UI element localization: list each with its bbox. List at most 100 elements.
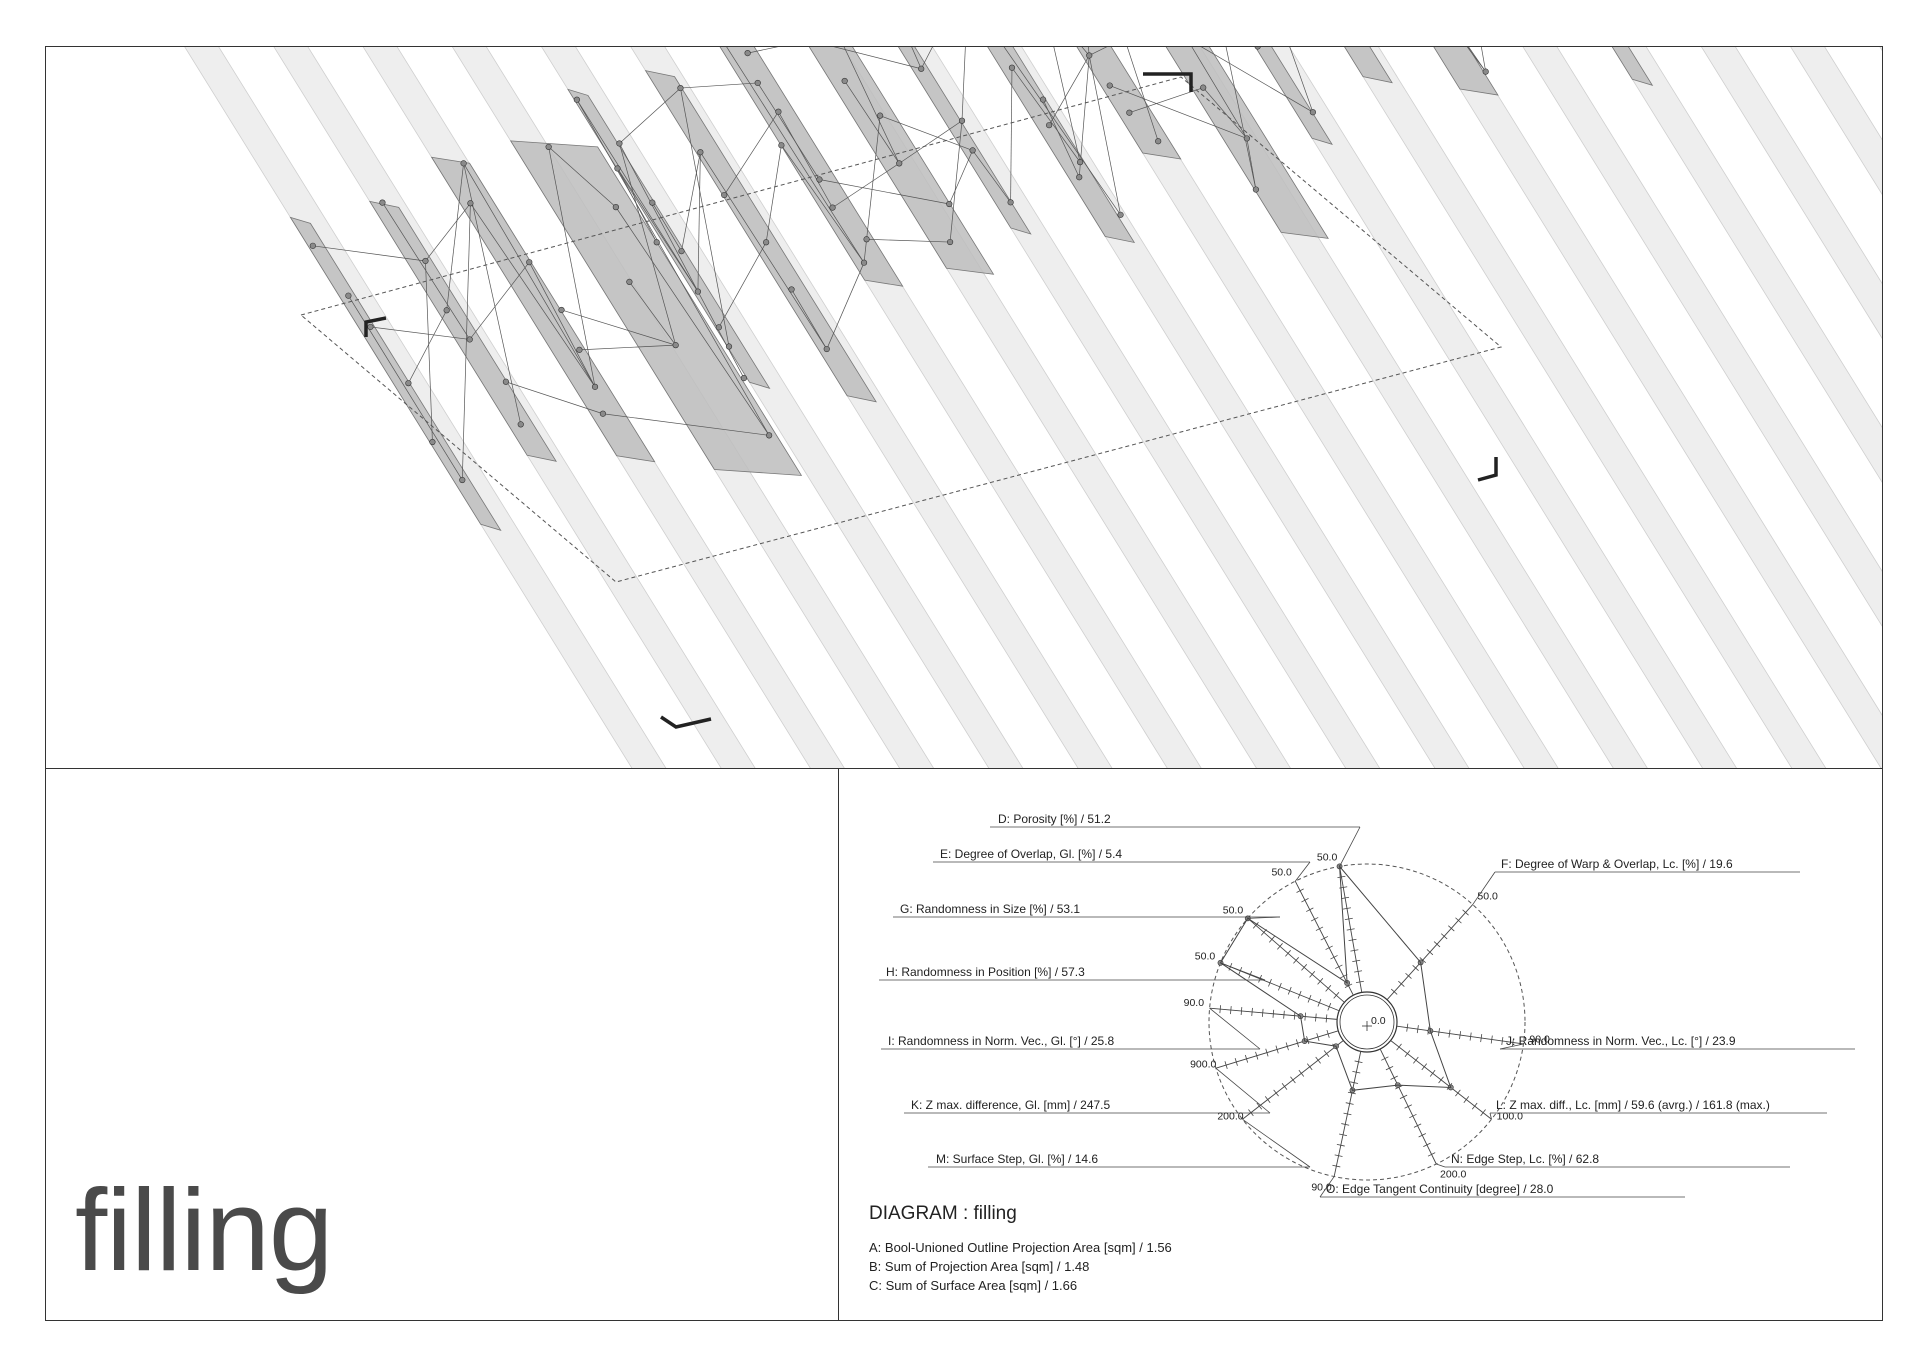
radar-tick-L [1480, 1109, 1486, 1117]
radar-tick-N [1413, 1123, 1422, 1128]
network-link [832, 163, 900, 208]
radar-tick-I [1251, 1007, 1253, 1016]
radar-label-L: L: Z max. diff., Lc. [mm] / 59.6 (avrg.)… [1496, 1098, 1770, 1112]
radar-tick-D [1337, 875, 1346, 878]
network-node [1200, 84, 1207, 91]
node-network [309, 47, 1489, 484]
radar-tick-D [1350, 949, 1359, 952]
network-link [949, 120, 963, 243]
network-node [896, 160, 903, 167]
radar-tick-N [1390, 1075, 1398, 1080]
network-node [946, 200, 953, 208]
network-link [548, 146, 596, 387]
network-link [700, 152, 828, 350]
radar-label-I: I: Randomness in Norm. Vec., Gl. [°] / 2… [888, 1034, 1115, 1048]
radar-tick-N [1418, 1133, 1427, 1138]
surface-panel [1165, 47, 1329, 239]
network-node [1309, 109, 1316, 116]
radar-tick-I [1304, 1012, 1306, 1021]
leader-link-K [1215, 1067, 1271, 1114]
radar-tick-L [1455, 1089, 1461, 1097]
radar-tick-O [1336, 1144, 1345, 1147]
leader-link-E [1294, 861, 1311, 882]
network-node [823, 345, 830, 353]
surface-panel [1254, 47, 1333, 145]
network-link [615, 206, 770, 436]
network-link [765, 145, 782, 243]
radar-max-D: 50.0 [1317, 851, 1338, 863]
radar-label-J: J: Randomness in Norm. Vec., Lc. [°] / 2… [1506, 1034, 1736, 1048]
radar-tick-I [1272, 1009, 1275, 1018]
network-link [1126, 47, 1159, 142]
network-link [617, 168, 699, 292]
network-node [466, 336, 473, 343]
network-node [1482, 68, 1489, 75]
network-link [461, 203, 471, 481]
radar-tick-I [1325, 1014, 1328, 1023]
network-link [1202, 87, 1248, 139]
surface-panel [808, 47, 995, 275]
surface-panel [1611, 47, 1654, 86]
network-node [345, 292, 352, 299]
radar-tick-J [1416, 1025, 1419, 1034]
radar-tick-M [1290, 1076, 1296, 1084]
inner-circle [1336, 991, 1398, 1053]
radar-value-polygon [1217, 863, 1454, 1094]
radar-tick-G [1317, 978, 1324, 985]
background-strips [184, 47, 1882, 768]
radar-tick-E [1310, 917, 1319, 922]
radar-tick-D [1354, 970, 1363, 973]
strip [1076, 47, 1559, 768]
network-link [382, 202, 471, 340]
radar-label-E: E: Degree of Overlap, Gl. [%] / 5.4 [940, 847, 1122, 861]
radar-tick-I [1315, 1013, 1317, 1022]
network-node [614, 165, 621, 172]
radar-tick-G [1293, 957, 1299, 964]
leader-link-G [1247, 916, 1281, 919]
network-link [602, 413, 770, 436]
network-node [379, 199, 386, 206]
corner-brackets [364, 72, 1498, 729]
network-link [1003, 47, 1121, 216]
radar-max-M: 200.0 [1217, 1111, 1243, 1123]
network-node [918, 65, 925, 72]
network-link [843, 47, 900, 164]
radar-label-F: F: Degree of Warp & Overlap, Lc. [%] / 1… [1501, 857, 1733, 871]
radar-tick-K [1275, 1045, 1279, 1054]
radar-tick-J [1501, 1037, 1504, 1046]
radar-tick-D [1348, 938, 1357, 942]
radar-tick-N [1423, 1142, 1431, 1147]
radar-label-M: M: Surface Step, Gl. [%] / 14.6 [936, 1152, 1098, 1166]
radar-tick-J [1438, 1028, 1440, 1037]
radar-max-H: 50.0 [1195, 950, 1216, 962]
network-node [715, 324, 722, 331]
strip [1879, 47, 1882, 52]
strip [1611, 47, 1882, 483]
radar-tick-I [1219, 1005, 1221, 1014]
network-node [678, 248, 685, 255]
network-node [599, 410, 607, 417]
radar-tick-K [1234, 1058, 1238, 1066]
radar-tick-O [1334, 1154, 1343, 1157]
network-link [866, 238, 951, 243]
radar-tick-F [1412, 965, 1419, 971]
network-node [558, 306, 565, 314]
radar-tick-N [1427, 1152, 1436, 1157]
radar-tick-L [1404, 1050, 1411, 1058]
network-link [1010, 67, 1013, 203]
network-node [946, 238, 954, 246]
inner-circle-2 [1339, 994, 1395, 1050]
network-link [680, 82, 758, 89]
radar-tick-O [1339, 1133, 1348, 1137]
radar-tick-H [1277, 982, 1282, 991]
radar-tick-D [1352, 959, 1361, 963]
radar-tick-O [1352, 1070, 1361, 1074]
corner-bracket [1477, 457, 1498, 482]
radar-tick-F [1419, 957, 1427, 964]
radar-tick-F [1426, 949, 1434, 956]
strip [1433, 47, 1882, 768]
network-link [619, 87, 681, 144]
radar-tick-G [1277, 943, 1283, 950]
network-link [791, 289, 828, 350]
network-link [1011, 67, 1081, 163]
